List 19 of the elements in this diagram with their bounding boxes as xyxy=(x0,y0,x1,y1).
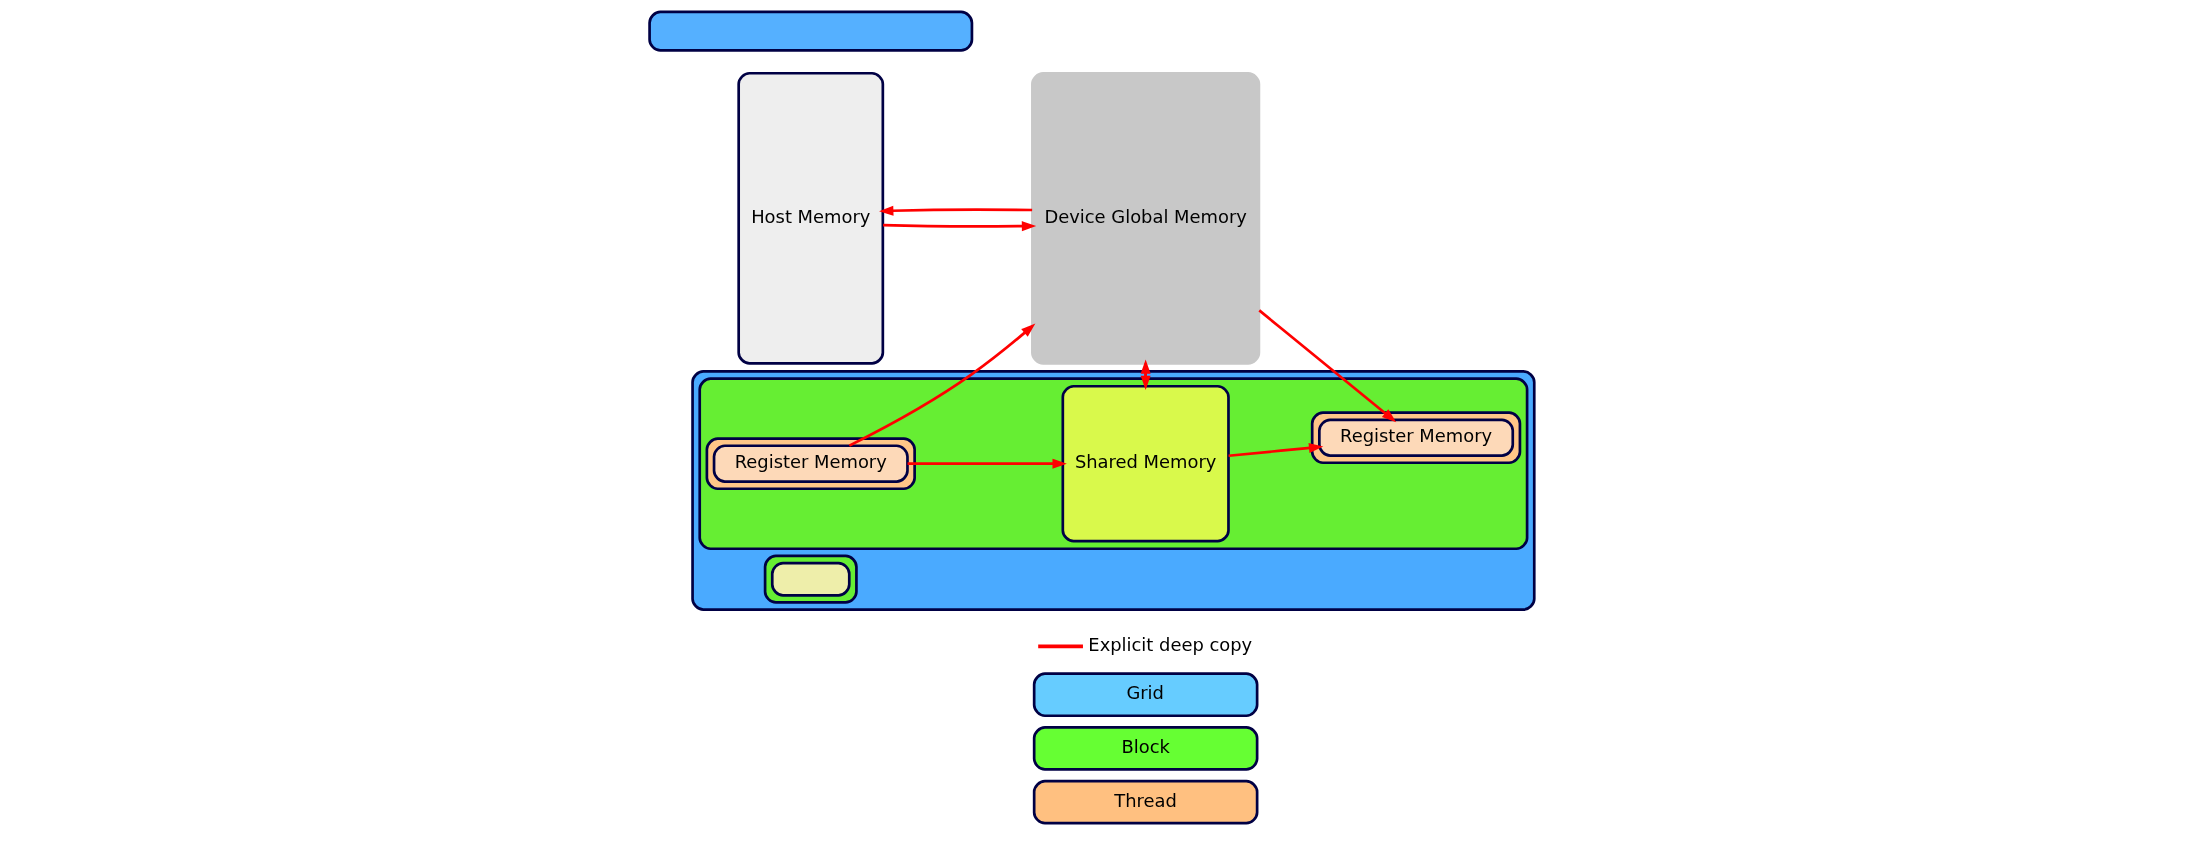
legend-label: Grid xyxy=(1125,682,1164,704)
node-box xyxy=(647,10,973,52)
arrow xyxy=(882,221,1036,232)
node-box: Register Memory xyxy=(712,444,909,483)
node-box: Host Memory xyxy=(736,71,884,365)
arrow xyxy=(1227,442,1323,458)
node-box: Device Global Memory xyxy=(1030,71,1260,365)
node-box: Shared Memory xyxy=(1060,384,1230,543)
arrow xyxy=(1257,309,1396,423)
node-box xyxy=(770,561,851,597)
arrow xyxy=(848,323,1035,447)
cluster xyxy=(763,554,858,604)
legend-label: Thread xyxy=(1113,789,1177,811)
arrow xyxy=(907,458,1067,469)
legend-label: Explicit deep copy xyxy=(1087,633,1252,655)
cluster xyxy=(705,437,916,491)
node-box: Register Memory xyxy=(1317,418,1514,457)
legend-label: Block xyxy=(1120,735,1170,757)
arrow xyxy=(878,205,1032,216)
